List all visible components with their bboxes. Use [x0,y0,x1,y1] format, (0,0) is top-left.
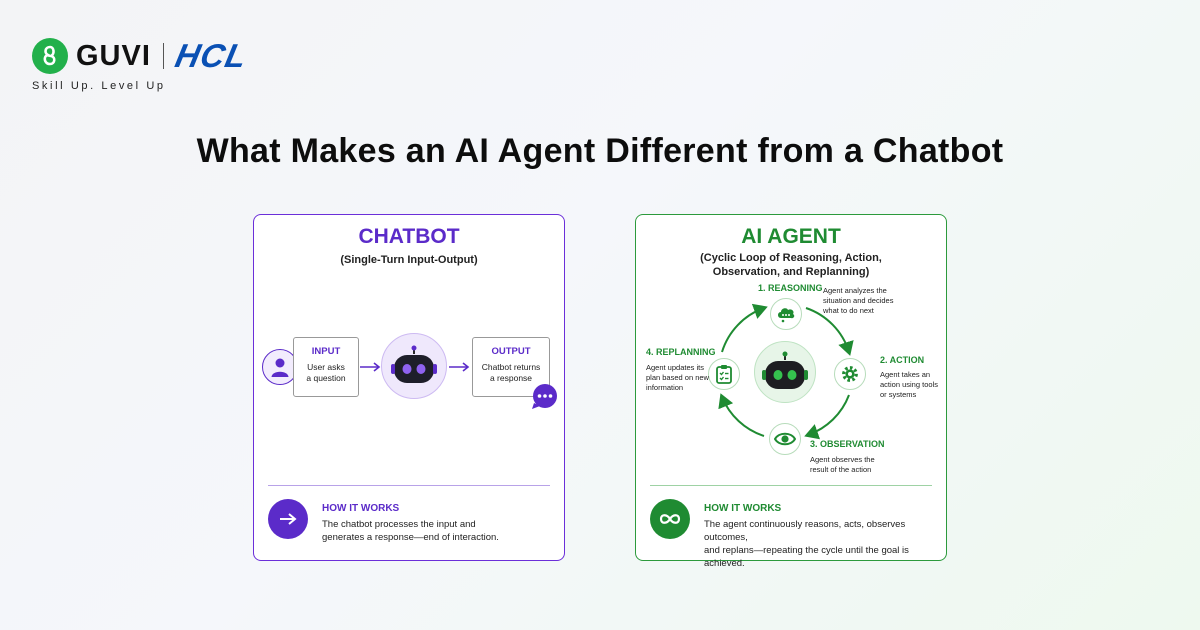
output-text: Chatbot returns a response [473,362,549,384]
chatbot-divider [268,485,550,486]
brand-tagline: Skill Up. Level Up [32,80,166,92]
output-text-line: a response [489,373,533,383]
chatbot-how-text: The chatbot processes the input and gene… [322,518,560,544]
arrow-replanning-to-reasoning [721,303,768,353]
input-box: INPUT User asks a question [293,337,359,397]
eye-icon [769,423,801,455]
thought-bubble-icon [770,298,802,330]
step-text-line: plan based on new [646,373,709,382]
agent-how-text: The agent continuously reasons, acts, ob… [704,518,942,570]
output-title: OUTPUT [491,346,531,357]
agent-how-line: The agent continuously reasons, acts, ob… [704,519,906,543]
output-box: OUTPUT Chatbot returns a response [472,337,550,397]
user-icon [262,349,298,385]
arrow-action-to-observation [804,394,850,440]
input-text-line: User asks [307,362,345,372]
step-text-line: action using tools [880,380,938,389]
step-text-line: Agent observes the [810,455,875,464]
step-action-text: Agent takes an action using tools or sys… [880,370,938,400]
brand-logo: GUVI HCL Skill Up. Level Up [32,36,251,92]
hcl-wordmark: HCL [172,37,251,74]
step-text-line: Agent takes an [880,370,931,379]
step-action-title: 2. ACTION [880,355,925,365]
arrow-observation-to-replanning [718,393,765,437]
cycle-arrows [718,303,854,440]
chatbot-how-line: generates a response—end of interaction. [322,532,499,543]
chatbot-robot-icon [381,333,447,399]
step-text-line: information [646,383,684,392]
arrow-right-circle-icon [268,499,308,539]
guvi-wordmark: GUVI [76,39,151,72]
arrow-right-icon [449,362,470,372]
step-text-line: or systems [880,390,917,399]
guvi-logo-icon [32,38,68,74]
step-text-line: situation and decides [823,296,894,305]
chat-bubble-icon [530,383,560,410]
step-reasoning-text: Agent analyzes the situation and decides… [823,286,893,316]
output-text-line: Chatbot returns [481,362,541,372]
arrow-reasoning-to-action [805,307,854,356]
input-text-line: a question [306,373,346,383]
chatbot-subtitle: (Single-Turn Input-Output) [340,254,478,266]
input-text: User asks a question [294,362,358,384]
brand-row: GUVI HCL [32,36,251,76]
agent-subtitle-line: Observation, and Replanning) [712,266,870,278]
agent-how-title: HOW IT WORKS [704,503,782,514]
step-replanning-title: 4. REPLANNING [646,347,716,357]
page-title: What Makes an AI Agent Different from a … [196,132,1004,170]
step-observation-title: 3. OBSERVATION [810,439,885,449]
step-text-line: result of the action [810,465,872,474]
step-reasoning-title: 1. REASONING [758,283,823,293]
gear-icon [834,358,866,390]
step-replanning-text: Agent updates its plan based on new info… [646,363,709,393]
agent-card: AI AGENT (Cyclic Loop of Reasoning, Acti… [635,214,947,569]
infinity-icon [650,499,690,539]
agent-robot-icon [754,341,816,403]
step-text-line: Agent analyzes the [823,286,887,295]
brand-divider [162,43,164,69]
agent-how-line: and replans—repeating the cycle until th… [704,545,909,569]
agent-title: AI AGENT [741,225,841,248]
agent-subtitle-line: (Cyclic Loop of Reasoning, Action, [700,252,882,264]
input-title: INPUT [311,346,341,357]
agent-divider [650,485,932,486]
chatbot-title: CHATBOT [358,225,460,248]
chatbot-how-line: The chatbot processes the input and [322,519,476,530]
agent-subtitle: (Cyclic Loop of Reasoning, Action, Obser… [636,251,946,279]
step-observation-text: Agent observes the result of the action [810,455,875,475]
arrow-right-icon [360,362,381,372]
chatbot-how-title: HOW IT WORKS [322,503,400,514]
step-text-line: what to do next [823,306,874,315]
step-text-line: Agent updates its [646,363,704,372]
clipboard-checklist-icon [708,358,740,390]
chatbot-card: CHATBOT (Single-Turn Input-Output) INPUT… [253,214,565,561]
